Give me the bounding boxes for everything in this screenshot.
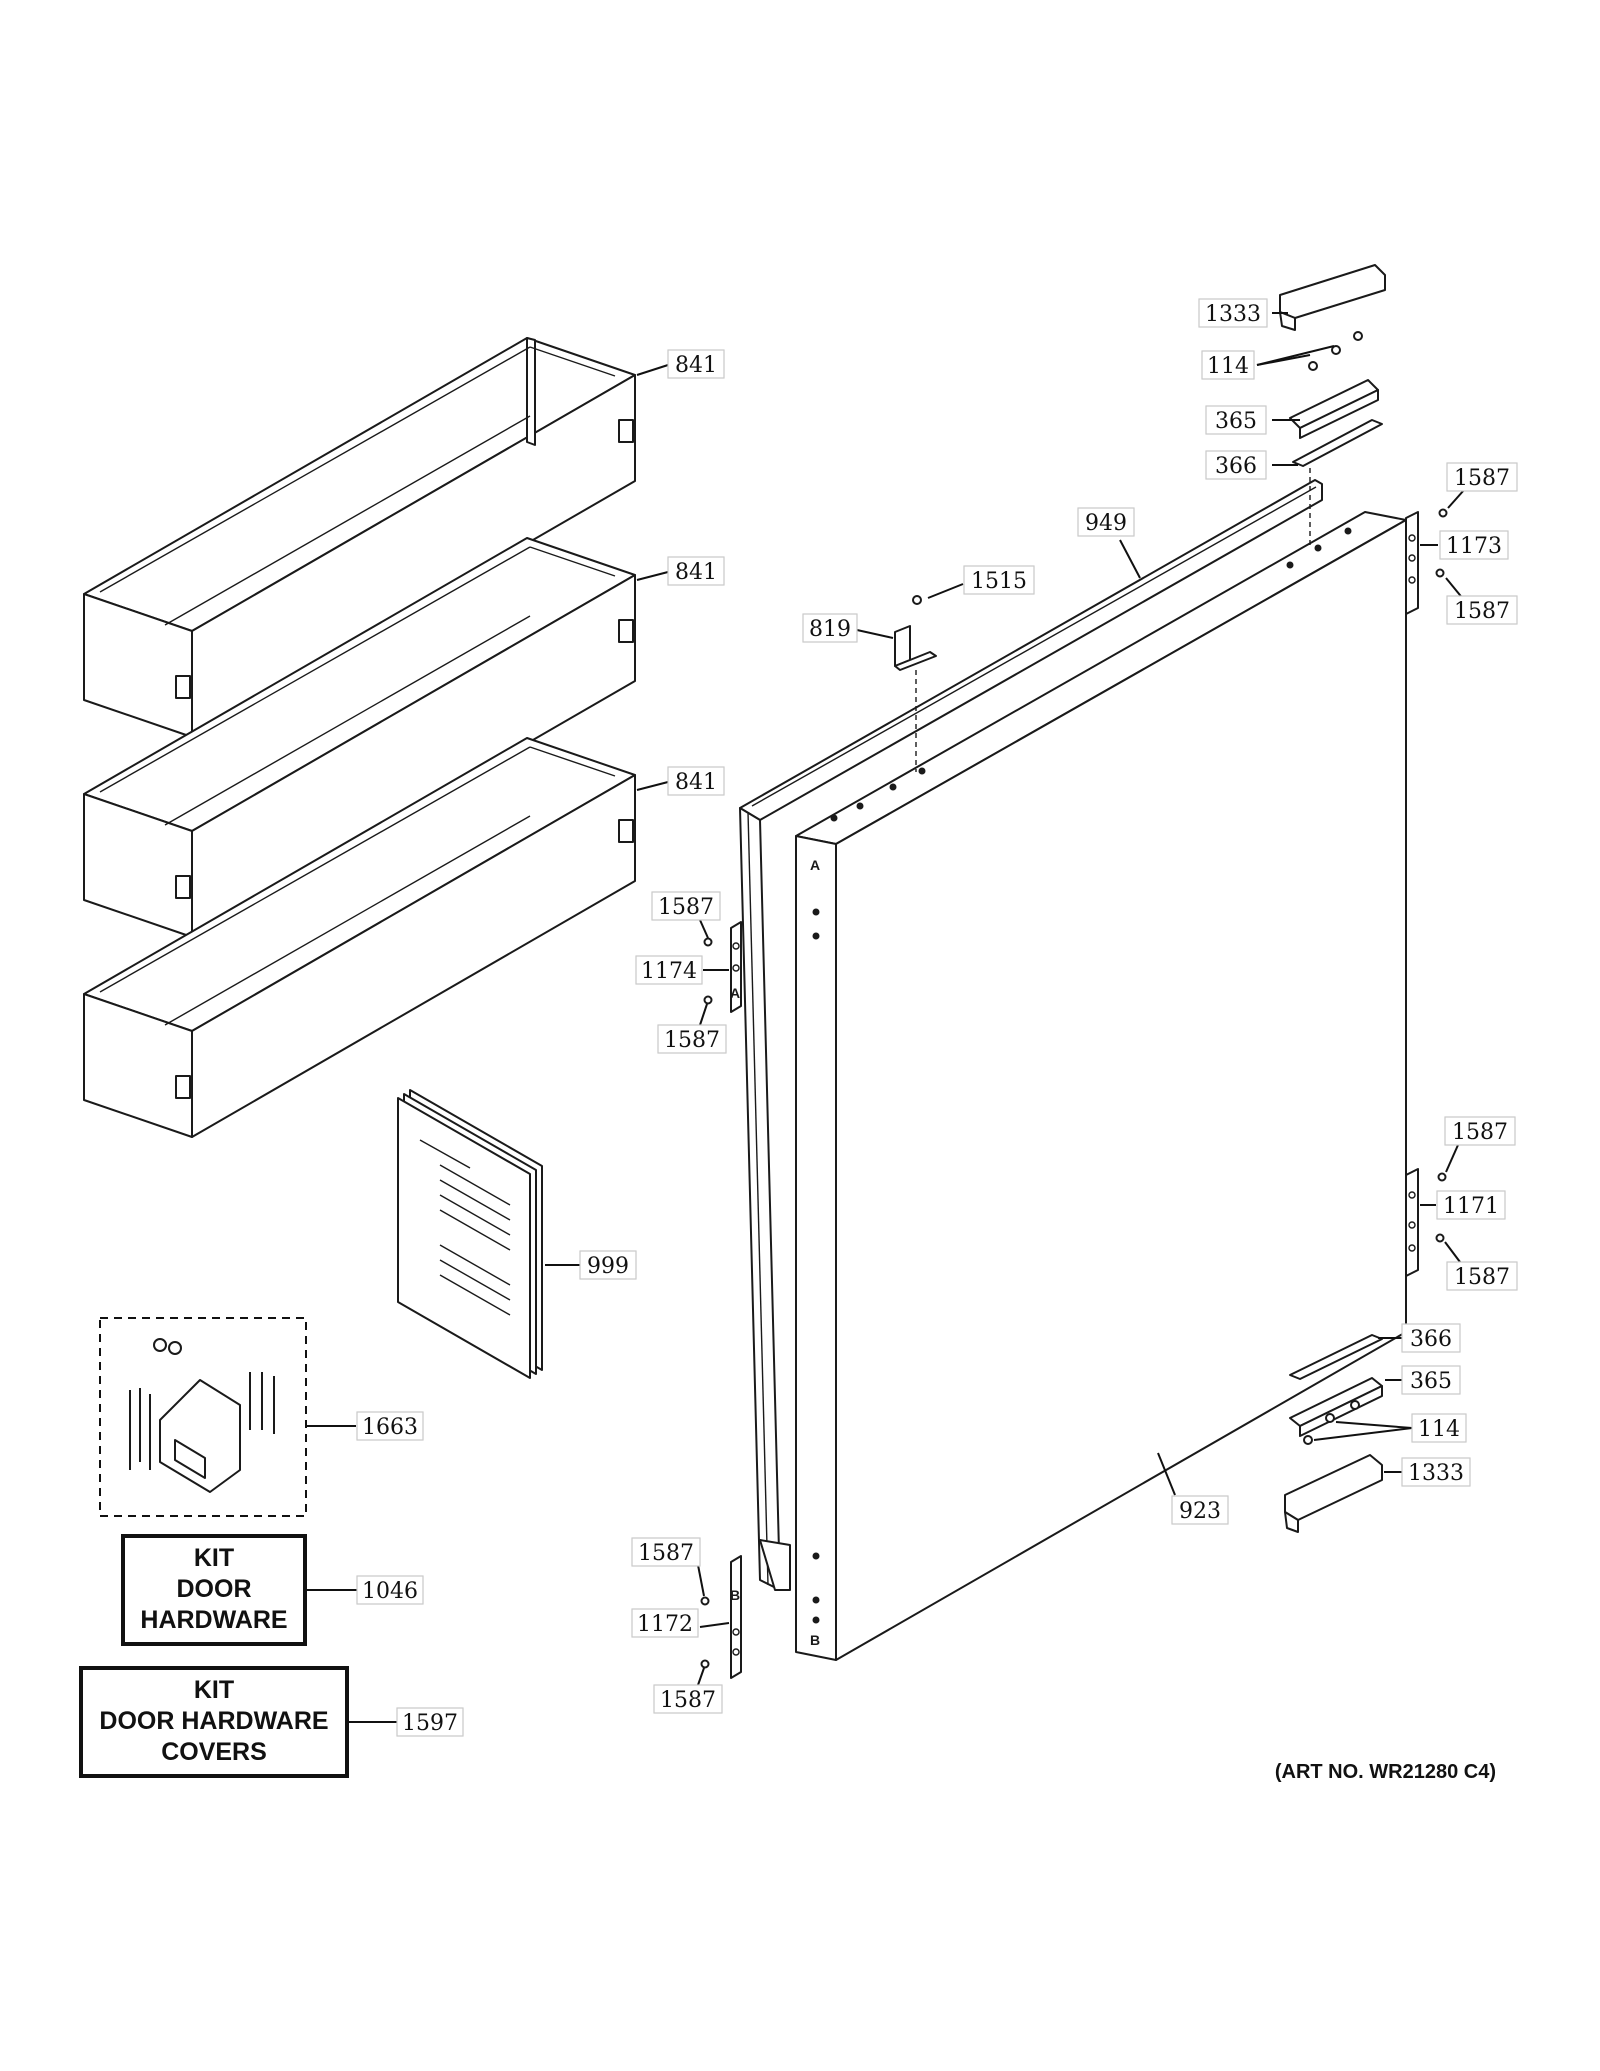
callout-923[interactable]: 923: [1171, 1495, 1229, 1525]
svg-text:1587: 1587: [658, 895, 714, 920]
svg-text:365: 365: [1410, 1369, 1452, 1394]
callout-1174[interactable]: 1174: [635, 955, 703, 985]
svg-text:949: 949: [1085, 511, 1127, 536]
callout-1587-bottom-left-lower[interactable]: 1587: [653, 1684, 723, 1714]
svg-text:1333: 1333: [1408, 1461, 1464, 1486]
upper-left-hinge-plate[interactable]: A: [703, 921, 742, 1013]
door-bottom-marker: B: [810, 1632, 820, 1648]
svg-text:1046: 1046: [362, 1579, 418, 1604]
svg-text:114: 114: [1207, 354, 1249, 379]
svg-text:365: 365: [1215, 409, 1257, 434]
callout-819[interactable]: 819: [802, 613, 858, 643]
door-bin-bottom[interactable]: [83, 737, 636, 1138]
callout-1173[interactable]: 1173: [1439, 530, 1509, 560]
top-hinge-shim[interactable]: [1292, 419, 1383, 467]
upper-right-hinge-plate[interactable]: [1405, 508, 1448, 615]
svg-text:841: 841: [675, 353, 717, 378]
svg-text:1587: 1587: [1454, 1265, 1510, 1290]
svg-text:1515: 1515: [971, 569, 1027, 594]
callout-841-middle-bin[interactable]: 841: [667, 556, 725, 586]
callout-1333-bottom[interactable]: 1333: [1401, 1457, 1471, 1487]
upper-left-hinge-marker: A: [730, 985, 740, 1001]
kit-door-hardware-box[interactable]: KIT DOOR HARDWARE: [121, 1534, 307, 1646]
callout-841-top-bin[interactable]: 841: [667, 349, 725, 379]
svg-text:1173: 1173: [1446, 534, 1502, 559]
callout-1515[interactable]: 1515: [963, 565, 1035, 595]
svg-text:819: 819: [809, 617, 851, 642]
callout-1587-mid-left-upper[interactable]: 1587: [651, 891, 721, 921]
svg-text:923: 923: [1179, 1499, 1221, 1524]
callout-1587-mid-right-upper[interactable]: 1587: [1444, 1116, 1516, 1146]
callout-949[interactable]: 949: [1077, 507, 1135, 537]
bottom-hinge[interactable]: [1289, 1377, 1383, 1437]
svg-text:1172: 1172: [637, 1612, 693, 1637]
callout-114-bottom[interactable]: 114: [1411, 1413, 1467, 1443]
svg-text:1587: 1587: [638, 1541, 694, 1566]
callout-1587-mid-left-lower[interactable]: 1587: [657, 1024, 727, 1054]
door-top-marker: A: [810, 857, 820, 873]
callout-1587-top-right-upper[interactable]: 1587: [1446, 462, 1518, 492]
callout-366-bottom[interactable]: 366: [1401, 1323, 1461, 1353]
callout-114-top[interactable]: 114: [1201, 350, 1255, 380]
svg-text:1587: 1587: [1452, 1120, 1508, 1145]
callout-366-top[interactable]: 366: [1205, 450, 1267, 480]
kit-door-hardware-line1: KIT: [194, 1544, 234, 1572]
door-panel[interactable]: A B: [795, 511, 1407, 1661]
kit-door-hardware-line3: HARDWARE: [140, 1606, 287, 1634]
svg-text:1587: 1587: [1454, 599, 1510, 624]
door-bin-top[interactable]: [83, 337, 636, 738]
svg-text:1333: 1333: [1205, 302, 1261, 327]
lower-right-hinge-plate[interactable]: [1405, 1168, 1447, 1277]
svg-text:1171: 1171: [1443, 1194, 1499, 1219]
top-hinge-screws[interactable]: [1308, 331, 1363, 371]
kit-covers-line2: DOOR HARDWARE: [99, 1707, 328, 1735]
svg-text:366: 366: [1410, 1327, 1452, 1352]
svg-text:999: 999: [587, 1254, 629, 1279]
callout-1333-top[interactable]: 1333: [1198, 298, 1268, 328]
door-gasket[interactable]: [739, 479, 1323, 1591]
svg-text:1597: 1597: [402, 1711, 458, 1736]
svg-text:841: 841: [675, 560, 717, 585]
kit-covers-line3: COVERS: [161, 1738, 267, 1766]
callout-365-bottom[interactable]: 365: [1401, 1365, 1461, 1395]
svg-text:1587: 1587: [660, 1688, 716, 1713]
callout-1587-mid-right-lower[interactable]: 1587: [1446, 1261, 1518, 1291]
callout-1587-bottom-left-upper[interactable]: 1587: [631, 1537, 701, 1567]
svg-text:1587: 1587: [1454, 466, 1510, 491]
top-hinge[interactable]: [1289, 379, 1379, 439]
callout-365-top[interactable]: 365: [1205, 405, 1267, 435]
bottom-hinge-cover[interactable]: [1284, 1454, 1383, 1533]
callout-1171[interactable]: 1171: [1436, 1190, 1506, 1220]
kit-door-hardware-line2: DOOR: [177, 1575, 252, 1603]
svg-text:841: 841: [675, 770, 717, 795]
svg-text:114: 114: [1418, 1417, 1460, 1442]
hardware-parts-set[interactable]: [99, 1317, 307, 1517]
callout-999[interactable]: 999: [579, 1250, 637, 1280]
svg-text:1587: 1587: [664, 1028, 720, 1053]
svg-text:366: 366: [1215, 454, 1257, 479]
svg-text:1663: 1663: [362, 1415, 418, 1440]
callout-1663[interactable]: 1663: [356, 1411, 424, 1441]
kit-covers-line1: KIT: [194, 1676, 234, 1704]
art-number: (ART NO. WR21280 C4): [1275, 1761, 1496, 1783]
top-hinge-cover[interactable]: [1279, 264, 1386, 331]
kit-door-hardware-covers-box[interactable]: KIT DOOR HARDWARE COVERS: [79, 1666, 349, 1778]
bottom-hinge-screws[interactable]: [1303, 1400, 1360, 1445]
svg-text:1174: 1174: [641, 959, 697, 984]
door-bin-middle[interactable]: [83, 537, 636, 938]
door-manual-booklet[interactable]: [397, 1089, 543, 1379]
callout-1597[interactable]: 1597: [396, 1707, 464, 1737]
callout-841-bottom-bin[interactable]: 841: [667, 766, 725, 796]
callout-1046[interactable]: 1046: [356, 1575, 424, 1605]
callout-1587-top-right-lower[interactable]: 1587: [1446, 595, 1518, 625]
lower-left-hinge-plate[interactable]: B: [700, 1555, 742, 1679]
door-stop-bracket[interactable]: [894, 595, 937, 671]
callout-1172[interactable]: 1172: [631, 1608, 699, 1638]
lower-left-hinge-marker: B: [730, 1587, 740, 1603]
